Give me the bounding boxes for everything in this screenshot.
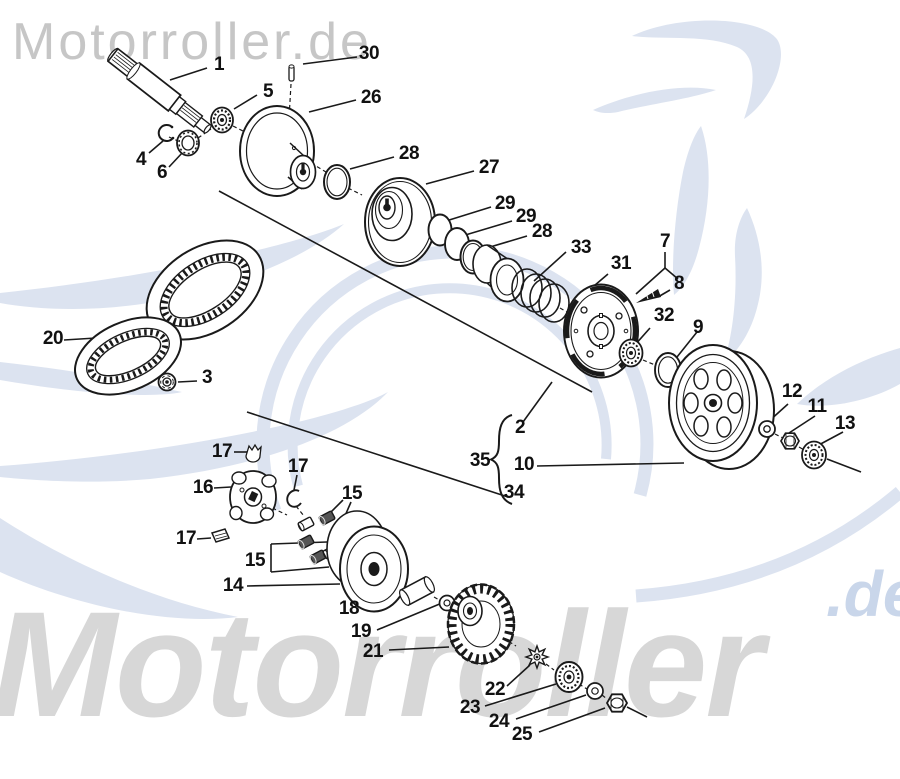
part-label-9: 9 — [692, 317, 704, 338]
part-label-5: 5 — [262, 81, 274, 102]
part-label-27: 27 — [478, 157, 500, 178]
part-label-1: 1 — [213, 54, 225, 75]
part-label-4: 4 — [135, 149, 147, 170]
star-washer-drawing — [523, 643, 551, 671]
part-label-23: 23 — [459, 697, 481, 718]
part-label-17b: 17 — [287, 456, 309, 477]
clutch-spring-drawing — [511, 268, 570, 323]
part-label-33: 33 — [570, 237, 592, 258]
variator-half-drawing — [326, 510, 409, 613]
ramp-plate-drawing — [229, 470, 277, 524]
part-label-30: 30 — [358, 43, 380, 64]
toothed-washer-drawing — [176, 129, 200, 157]
part-label-16: 16 — [192, 477, 214, 498]
part-label-34: 34 — [503, 482, 525, 503]
drive-belt-drawing — [74, 239, 265, 396]
drive-shaft-drawing — [106, 47, 212, 134]
part-label-2: 2 — [514, 417, 526, 438]
watermark-footer-suffix-text: .de — [826, 558, 900, 630]
part-label-32: 32 — [653, 305, 675, 326]
part-label-7: 7 — [659, 231, 671, 252]
small-bearing-drawing — [210, 106, 234, 134]
clip-top-drawing — [245, 443, 262, 463]
pulley-half-drawing — [364, 177, 436, 267]
part-label-25: 25 — [511, 724, 533, 745]
part-label-21: 21 — [362, 641, 384, 662]
spring-pin-drawing — [636, 289, 661, 303]
part-label-17c: 17 — [175, 528, 197, 549]
end-nut-drawing — [605, 693, 629, 713]
part-label-28a: 28 — [398, 143, 420, 164]
part-label-31: 31 — [610, 253, 632, 274]
fan-pulley-drawing — [446, 583, 516, 665]
slider-guide-drawing — [210, 528, 231, 543]
hex-nut-drawing — [780, 432, 800, 450]
part-label-13: 13 — [834, 413, 856, 434]
oring-upper-drawing — [323, 164, 351, 200]
group-brace — [488, 414, 513, 505]
clutch-bearing-drawing — [618, 338, 644, 368]
part-label-20: 20 — [42, 328, 64, 349]
part-drawings — [74, 47, 827, 713]
part-label-29b: 29 — [515, 206, 537, 227]
part-label-15a: 15 — [341, 483, 363, 504]
pin-drawing — [288, 64, 295, 82]
part-label-19: 19 — [350, 621, 372, 642]
clip-mid-drawing — [286, 489, 302, 508]
washer-drawing — [758, 420, 776, 438]
part-label-24: 24 — [488, 711, 510, 732]
part-label-6: 6 — [156, 162, 168, 183]
part-label-26: 26 — [360, 87, 382, 108]
part-label-8: 8 — [673, 273, 685, 294]
part-label-3: 3 — [201, 367, 213, 388]
bushing-drawing — [398, 575, 436, 607]
end-washer-drawing — [586, 682, 604, 700]
part-label-18: 18 — [338, 598, 360, 619]
part-label-17a: 17 — [211, 441, 233, 462]
part-label-29a: 29 — [494, 193, 516, 214]
clutch-bell-drawing — [668, 344, 775, 470]
pulley-bearing-drawing — [554, 661, 584, 693]
flange-nut-drawing — [157, 372, 177, 392]
part-label-12: 12 — [781, 381, 803, 402]
part-label-28b: 28 — [531, 221, 553, 242]
part-label-14: 14 — [222, 575, 244, 596]
circlip-drawing — [157, 124, 175, 143]
watermark-header-text: Motorroller.de — [12, 13, 372, 71]
part-label-10: 10 — [513, 454, 535, 475]
part-label-22: 22 — [484, 679, 506, 700]
driven-face-drawing — [239, 105, 317, 197]
part-label-35: 35 — [469, 450, 491, 471]
end-bearing-drawing — [801, 440, 827, 470]
part-label-15b: 15 — [244, 550, 266, 571]
part-label-11: 11 — [807, 396, 827, 417]
slider-bush-drawing — [472, 244, 525, 303]
